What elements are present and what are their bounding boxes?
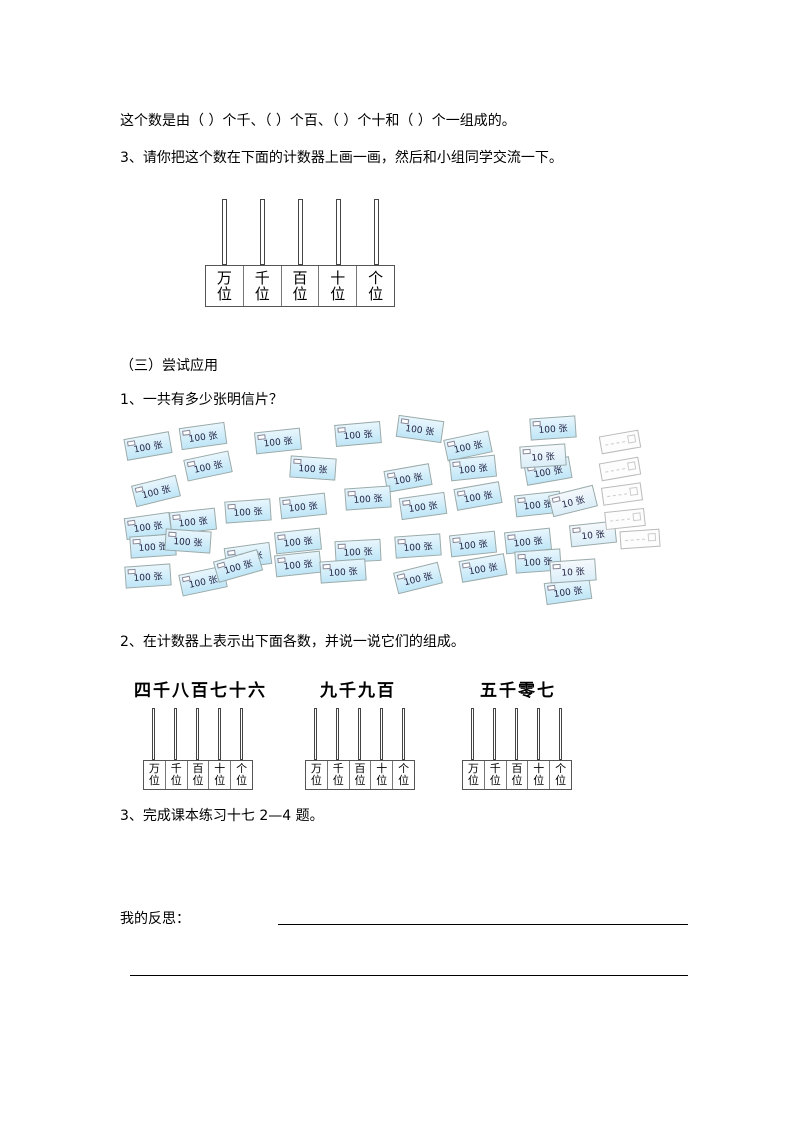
hundred-postcard-bundle: 100 张: [448, 530, 498, 558]
abacus-base: 万位 千位 百位 十位 个位: [143, 760, 253, 790]
hundred-postcard-bundle: 100 张: [212, 549, 264, 583]
hundred-postcard-bundle: 100 张: [393, 561, 443, 595]
abacus-small-1: 万位 千位 百位 十位 个位: [143, 708, 253, 790]
postcard-question: 1、一共有多少张明信片？: [120, 392, 283, 408]
hundred-postcard-bundle: 100 张: [178, 421, 228, 451]
place-cell: 个位: [555, 761, 567, 787]
place-cell: 百位: [282, 266, 320, 306]
place-cell: 个位: [236, 761, 248, 787]
hundred-postcard-bundle: 100 张: [394, 533, 442, 559]
abacus-base: 万位 千位 百位 十位 个位: [205, 265, 395, 307]
place-cell: 百位: [350, 761, 372, 789]
abacus-rod[interactable]: [402, 708, 405, 760]
hundred-postcard-bundle: 100 张: [398, 491, 448, 521]
abacus-rod[interactable]: [260, 199, 265, 265]
abacus-rod[interactable]: [336, 199, 341, 265]
draw-on-abacus-instruction: 3、请你把这个数在下面的计数器上画一画，然后和小组同学交流一下。: [120, 150, 563, 166]
abacus-rod[interactable]: [298, 199, 303, 265]
hundred-postcard-bundle: 100 张: [183, 450, 233, 482]
hundred-postcard-bundle: 100 张: [344, 485, 392, 511]
hundred-postcard-bundle: 100 张: [224, 498, 272, 524]
hundred-postcard-bundle: 100 张: [123, 431, 173, 461]
hundred-postcard-bundle: 100 张: [395, 414, 445, 444]
abacus-question: 2、在计数器上表示出下面各数，并说一说它们的组成。: [120, 634, 465, 650]
place-cell: 千位: [485, 761, 507, 789]
ten-postcard-bundle: 10 张: [549, 558, 597, 584]
number-in-words: 四千八百七十六: [134, 681, 267, 701]
abacus-rod[interactable]: [314, 708, 317, 760]
hundred-postcard-bundle: 100 张: [448, 454, 498, 482]
single-postcard: [600, 482, 644, 506]
abacus-rod[interactable]: [471, 708, 474, 760]
ten-postcard-bundle: 10 张: [519, 443, 567, 469]
abacus-rod[interactable]: [240, 708, 243, 760]
abacus-rod[interactable]: [218, 708, 221, 760]
hundred-postcard-bundle: 100 张: [319, 558, 367, 584]
place-cell: 个位: [398, 761, 410, 787]
place-cell: 万位: [463, 761, 485, 789]
abacus-rod[interactable]: [152, 708, 155, 760]
place-cell: 千位: [166, 761, 188, 789]
hundred-postcard-bundle: 100 张: [124, 563, 172, 589]
section-title: （三）尝试应用: [120, 358, 218, 374]
abacus-rod[interactable]: [493, 708, 496, 760]
abacus-rod[interactable]: [559, 708, 562, 760]
hundred-postcard-bundle: 100 张: [253, 427, 303, 455]
number-in-words: 九千九百: [320, 681, 396, 701]
place-cell: 个位: [368, 268, 384, 303]
hundred-postcard-bundle: 100 张: [273, 550, 323, 578]
hundred-postcard-bundle: 100 张: [529, 415, 577, 441]
hundred-postcard-bundle: 100 张: [164, 528, 212, 554]
abacus-large: 万位 千位 百位 十位 个位: [205, 199, 395, 307]
single-postcard: [598, 429, 642, 455]
single-postcard: [604, 507, 646, 531]
abacus-base: 万位 千位 百位 十位 个位: [305, 760, 415, 790]
place-cell: 十位: [209, 761, 232, 789]
place-cell: 百位: [507, 761, 529, 789]
reflection-answer-line[interactable]: [278, 924, 688, 925]
place-cell: 十位: [528, 761, 551, 789]
ten-postcard-bundle: 10 张: [548, 484, 598, 518]
hundred-postcard-bundle: 100 张: [278, 492, 328, 520]
place-cell: 千位: [328, 761, 350, 789]
reflection-label: 我的反思：: [120, 911, 190, 927]
place-cell: 百位: [188, 761, 210, 789]
abacus-rod[interactable]: [537, 708, 540, 760]
hundred-postcard-bundle: 100 张: [383, 463, 433, 493]
place-cell: 万位: [306, 761, 328, 789]
hundred-postcard-bundle: 100 张: [453, 481, 503, 511]
reflection-answer-line[interactable]: [130, 975, 688, 976]
place-cell: 千位: [244, 266, 282, 306]
place-cell: 万位: [206, 266, 244, 306]
abacus-rod[interactable]: [222, 199, 227, 265]
abacus-rod[interactable]: [374, 199, 379, 265]
hundred-postcard-bundle: 100 张: [334, 421, 382, 447]
abacus-rod[interactable]: [515, 708, 518, 760]
abacus-rod[interactable]: [196, 708, 199, 760]
hundred-postcard-bundle: 100 张: [131, 474, 181, 508]
place-cell: 十位: [319, 266, 358, 306]
abacus-rod[interactable]: [358, 708, 361, 760]
abacus-small-2: 万位 千位 百位 十位 个位: [305, 708, 415, 790]
hundred-postcard-bundle: 100 张: [458, 553, 508, 583]
abacus-rod[interactable]: [380, 708, 383, 760]
number-in-words: 五千零七: [480, 681, 556, 701]
textbook-exercise: 3、完成课本练习十七 2—4 题。: [120, 808, 324, 824]
abacus-small-3: 万位 千位 百位 十位 个位: [462, 708, 572, 790]
composition-question: 这个数是由（ ）个千、（ ）个百、（ ）个十和（ ）个一组成的。: [120, 113, 516, 129]
single-postcard: [598, 456, 642, 482]
hundred-postcard-bundle: 100 张: [289, 455, 337, 481]
single-postcard: [619, 528, 661, 550]
abacus-rod[interactable]: [174, 708, 177, 760]
abacus-base: 万位 千位 百位 十位 个位: [462, 760, 572, 790]
abacus-rod[interactable]: [336, 708, 339, 760]
place-cell: 十位: [371, 761, 394, 789]
place-cell: 万位: [144, 761, 166, 789]
